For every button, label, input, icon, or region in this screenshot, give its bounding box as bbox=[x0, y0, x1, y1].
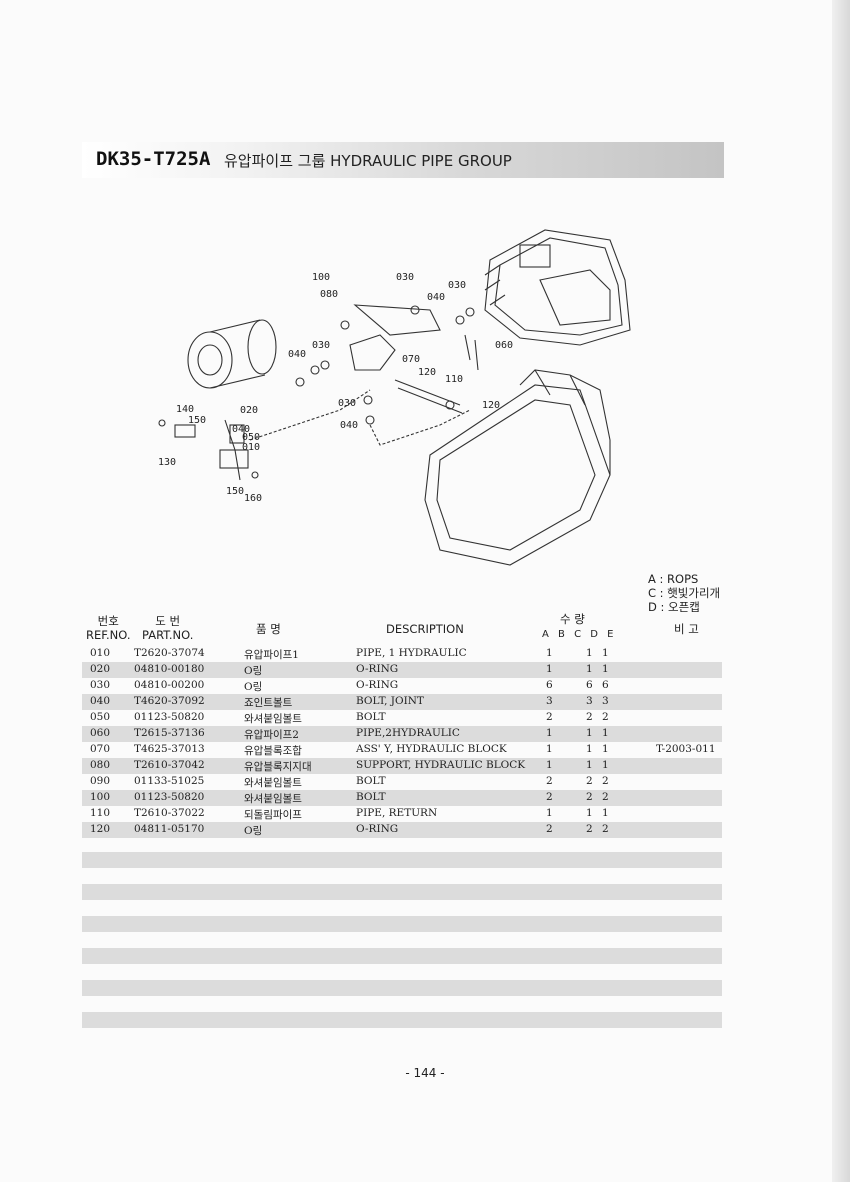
header-qty: 수 량 bbox=[560, 612, 585, 626]
callout-label: 030 bbox=[396, 272, 414, 283]
callout-label: 150 bbox=[226, 486, 244, 497]
callout-label: 120 bbox=[418, 367, 436, 378]
callout-label: 060 bbox=[495, 340, 513, 351]
callout-label: 020 bbox=[240, 405, 258, 416]
group-code: DK35-T725A bbox=[96, 148, 211, 170]
callout-label: 010 bbox=[242, 442, 260, 453]
legend-item: D : 오픈캡 bbox=[648, 600, 700, 614]
empty-row-band bbox=[82, 1012, 722, 1028]
header-description: DESCRIPTION bbox=[386, 622, 464, 636]
callout-label: 050 bbox=[242, 432, 260, 443]
empty-row-band bbox=[82, 980, 722, 996]
exploded-parts-diagram: 100 030 080 040 030 060 040 030 070 120 … bbox=[158, 229, 631, 566]
callout-label: 040 bbox=[340, 420, 358, 431]
callout-label: 040 bbox=[232, 424, 250, 435]
header-ref: 번호 REF.NO. bbox=[86, 614, 131, 642]
legend-item: C : 햇빛가리개 bbox=[648, 586, 721, 600]
header-remarks: 비 고 bbox=[674, 622, 699, 636]
callout-label: 130 bbox=[158, 457, 176, 468]
page-edge bbox=[832, 0, 850, 1182]
callout-label: 080 bbox=[320, 289, 338, 300]
empty-row-band bbox=[82, 916, 722, 932]
title-bar: DK35-T725A 유압파이프 그룹 HYDRAULIC PIPE GROUP bbox=[82, 142, 724, 178]
callout-label: 140 bbox=[176, 404, 194, 415]
callout-label: 040 bbox=[427, 292, 445, 303]
callout-label: 110 bbox=[445, 374, 463, 385]
callout-label: 150 bbox=[188, 415, 206, 426]
callout-label: 030 bbox=[448, 280, 466, 291]
callout-label: 030 bbox=[338, 398, 356, 409]
empty-row-band bbox=[82, 948, 722, 964]
callout-label: 040 bbox=[288, 349, 306, 360]
callout-label: 070 bbox=[402, 354, 420, 365]
header-qty-cols: A B C D E bbox=[542, 629, 614, 640]
model-legend: A : ROPS C : 햇빛가리개 D : 오픈캡 bbox=[648, 572, 720, 614]
callout-label: 120 bbox=[482, 400, 500, 411]
header-name-kr: 품 명 bbox=[256, 622, 281, 636]
page-number: - 144 - bbox=[405, 1066, 445, 1080]
callout-label: 030 bbox=[312, 340, 330, 351]
callout-label: 100 bbox=[312, 272, 330, 283]
header-part: 도 번 PART.NO. bbox=[142, 614, 194, 642]
legend-item: A : ROPS bbox=[648, 572, 699, 586]
empty-row-band bbox=[82, 884, 722, 900]
empty-row-band bbox=[82, 852, 722, 868]
group-title: 유압파이프 그룹 HYDRAULIC PIPE GROUP bbox=[224, 152, 512, 170]
callout-label: 160 bbox=[244, 493, 262, 504]
